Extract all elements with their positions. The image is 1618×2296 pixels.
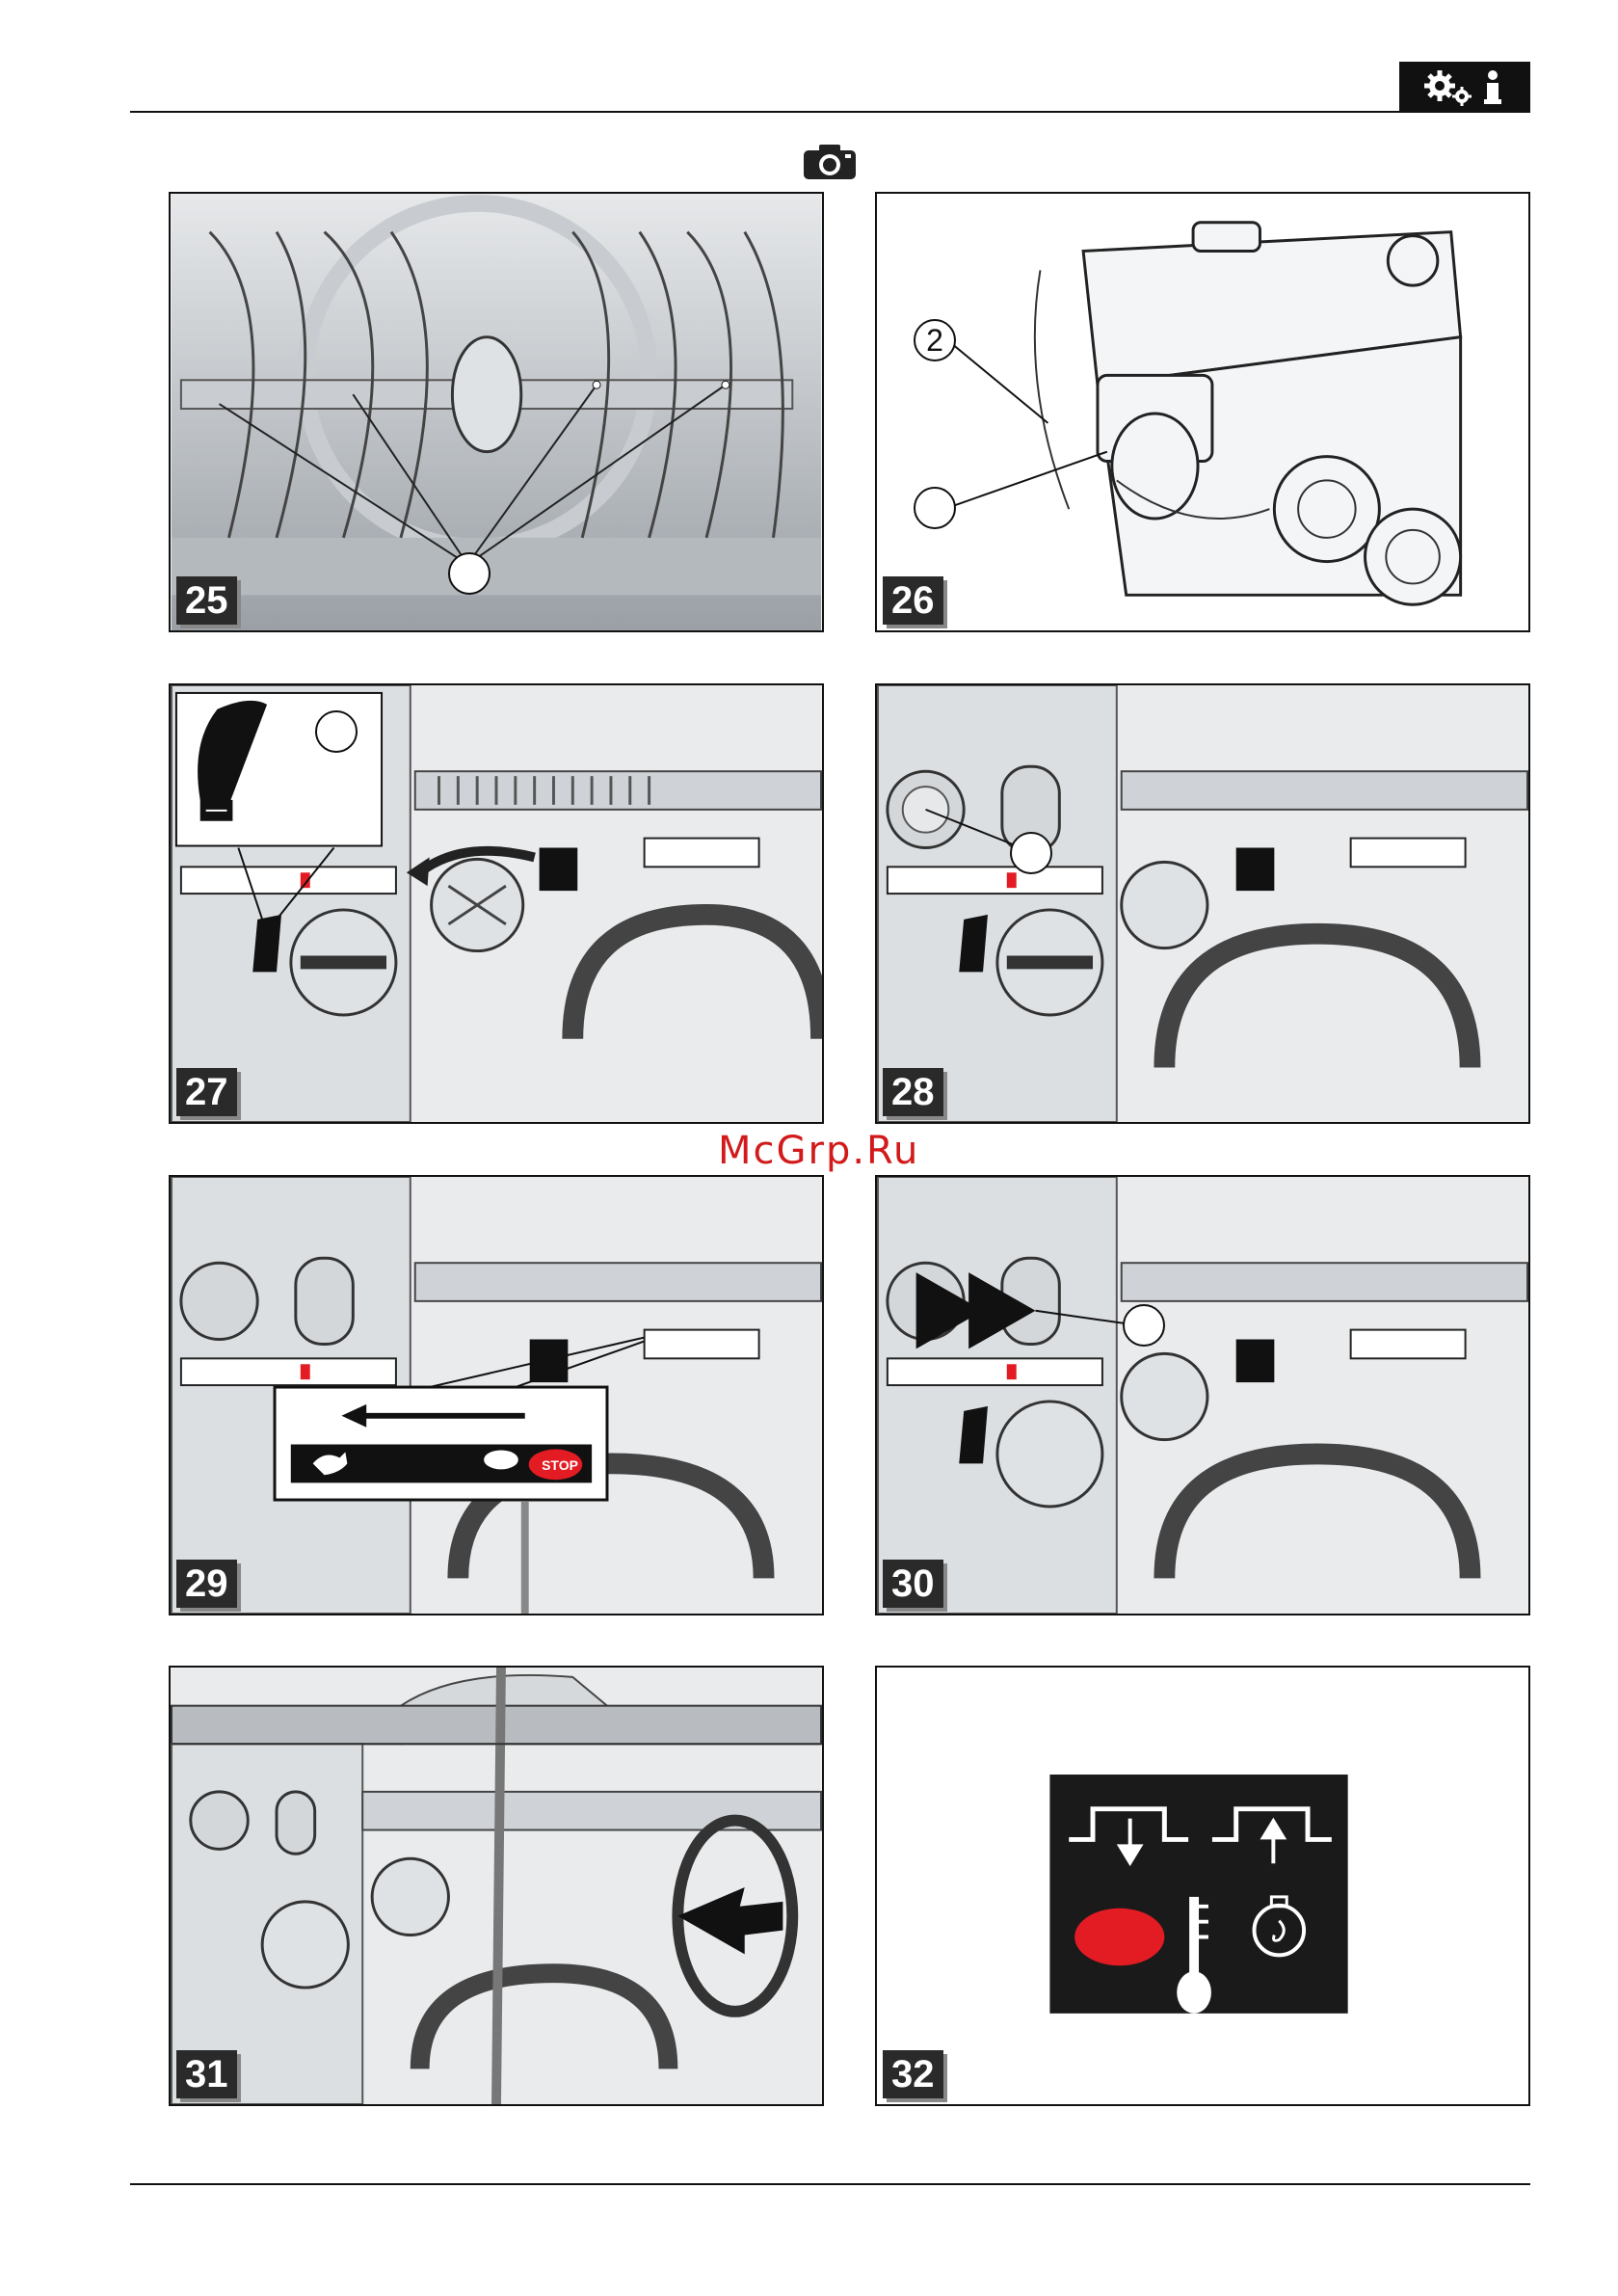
figure-31: 31 — [169, 1666, 824, 2106]
callout-circle — [914, 487, 956, 529]
gears-info-icon — [1399, 62, 1530, 113]
primer-choke-symbol — [877, 1668, 1528, 2104]
auger-illustration — [171, 194, 822, 630]
callout-circle — [1123, 1304, 1165, 1347]
figure-number: 27 — [176, 1068, 237, 1116]
callout-circle — [315, 710, 358, 753]
callout-2: 2 — [914, 319, 956, 361]
figure-28: 28 — [875, 683, 1530, 1124]
figure-29: STOP 29 — [169, 1175, 824, 1615]
figure-number: 29 — [176, 1560, 237, 1608]
figure-30: 30 — [875, 1175, 1530, 1615]
figure-25: 25 — [169, 192, 824, 632]
figure-number: 26 — [883, 576, 943, 625]
starter-illustration — [171, 1668, 822, 2104]
footer-rule — [130, 2183, 1530, 2185]
figure-32: 32 — [875, 1666, 1530, 2106]
header-rule — [130, 111, 1530, 113]
engine-illustration — [877, 194, 1528, 630]
figure-number: 28 — [883, 1068, 943, 1116]
callout-circle — [1010, 832, 1052, 874]
callout-circle — [448, 552, 491, 595]
control-panel-illustration — [171, 685, 822, 1122]
watermark: McGrp.Ru — [718, 1129, 919, 1173]
stop-label: STOP — [537, 1457, 583, 1473]
control-panel-illustration — [171, 1177, 822, 1614]
figure-number: 30 — [883, 1560, 943, 1608]
figure-26: 2 26 — [875, 192, 1530, 632]
control-panel-illustration — [877, 1177, 1528, 1614]
figure-number: 25 — [176, 576, 237, 625]
control-panel-illustration — [877, 685, 1528, 1122]
figure-number: 32 — [883, 2050, 943, 2098]
camera-icon — [802, 143, 858, 181]
figure-27: 27 — [169, 683, 824, 1124]
figure-number: 31 — [176, 2050, 237, 2098]
